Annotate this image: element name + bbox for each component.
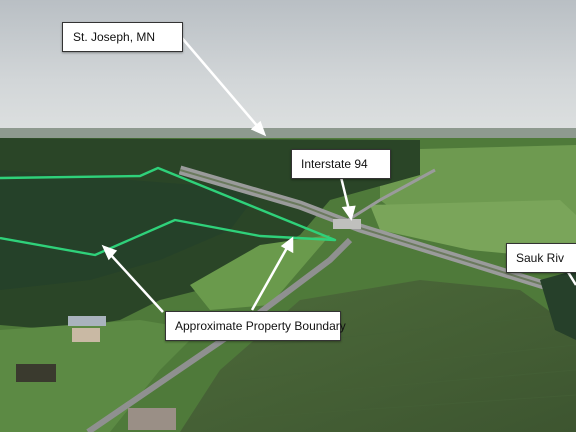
callout-st-joseph: St. Joseph, MN — [62, 22, 183, 52]
county-road — [339, 168, 436, 227]
crop-rows — [209, 314, 576, 421]
building — [68, 316, 106, 326]
forest-shade — [0, 170, 260, 290]
arrowhead-property-left — [101, 244, 118, 261]
barn — [128, 408, 176, 430]
callout-interstate-text: Interstate 94 — [301, 157, 368, 171]
crop-field — [180, 280, 576, 432]
arrowhead-property-right — [280, 236, 294, 254]
house — [72, 328, 100, 342]
sky — [0, 0, 576, 135]
leader-sauk — [566, 271, 576, 286]
arrowhead-st-joseph — [250, 120, 267, 137]
callout-sauk-text: Sauk Riv — [516, 251, 565, 265]
lawn — [0, 320, 200, 432]
local-road — [86, 237, 353, 432]
shed — [16, 364, 56, 382]
callout-property-text: Approximate Property Boundary — [175, 319, 346, 333]
leader-st-joseph — [181, 37, 260, 129]
leader-interstate — [339, 176, 351, 211]
callout-st-joseph-text: St. Joseph, MN — [73, 30, 156, 44]
leader-property-right — [250, 245, 290, 311]
leader-arrows — [101, 37, 576, 313]
grass-field — [190, 235, 330, 310]
callout-property-boundary: Approximate Property Boundary — [165, 311, 346, 341]
tree-line-right — [540, 270, 576, 340]
callout-interstate: Interstate 94 — [291, 149, 391, 179]
leader-property-left — [109, 253, 164, 313]
callout-sauk-river: Sauk Riv — [506, 243, 576, 273]
overpass — [333, 219, 361, 229]
arrowhead-interstate — [341, 205, 356, 221]
